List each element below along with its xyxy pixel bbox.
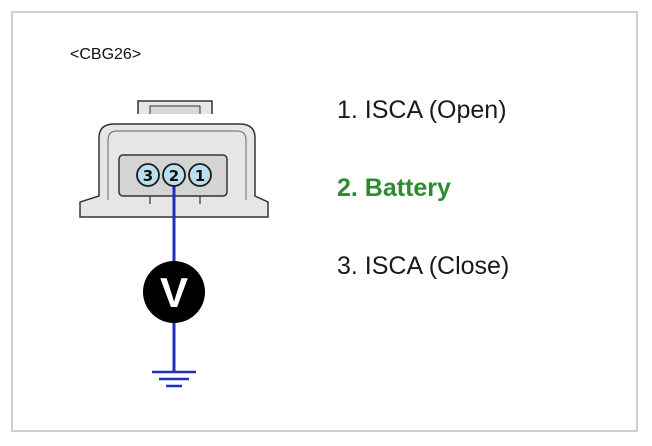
pin-number-label: 1: [195, 167, 205, 185]
pin-description-item: 1. ISCA (Open): [337, 96, 507, 124]
voltmeter-symbol: V: [160, 269, 188, 316]
connector-pin: 3: [136, 163, 160, 187]
ground-icon: [152, 370, 196, 388]
pin-number-label: 3: [143, 167, 153, 185]
connector-pin: 2: [162, 163, 186, 187]
pin-description-item: 3. ISCA (Close): [337, 252, 510, 280]
pin-description-list: 1. ISCA (Open) 2. Battery 3. ISCA (Close…: [337, 92, 509, 326]
connector-pin: 1: [188, 163, 212, 187]
pin-number-label: 2: [169, 167, 179, 185]
diagram-frame: [11, 11, 638, 432]
pin-description-item-highlighted: 2. Battery: [337, 174, 451, 202]
connector-id-label: <CBG26>: [70, 46, 142, 63]
voltmeter-icon: V: [143, 261, 205, 323]
